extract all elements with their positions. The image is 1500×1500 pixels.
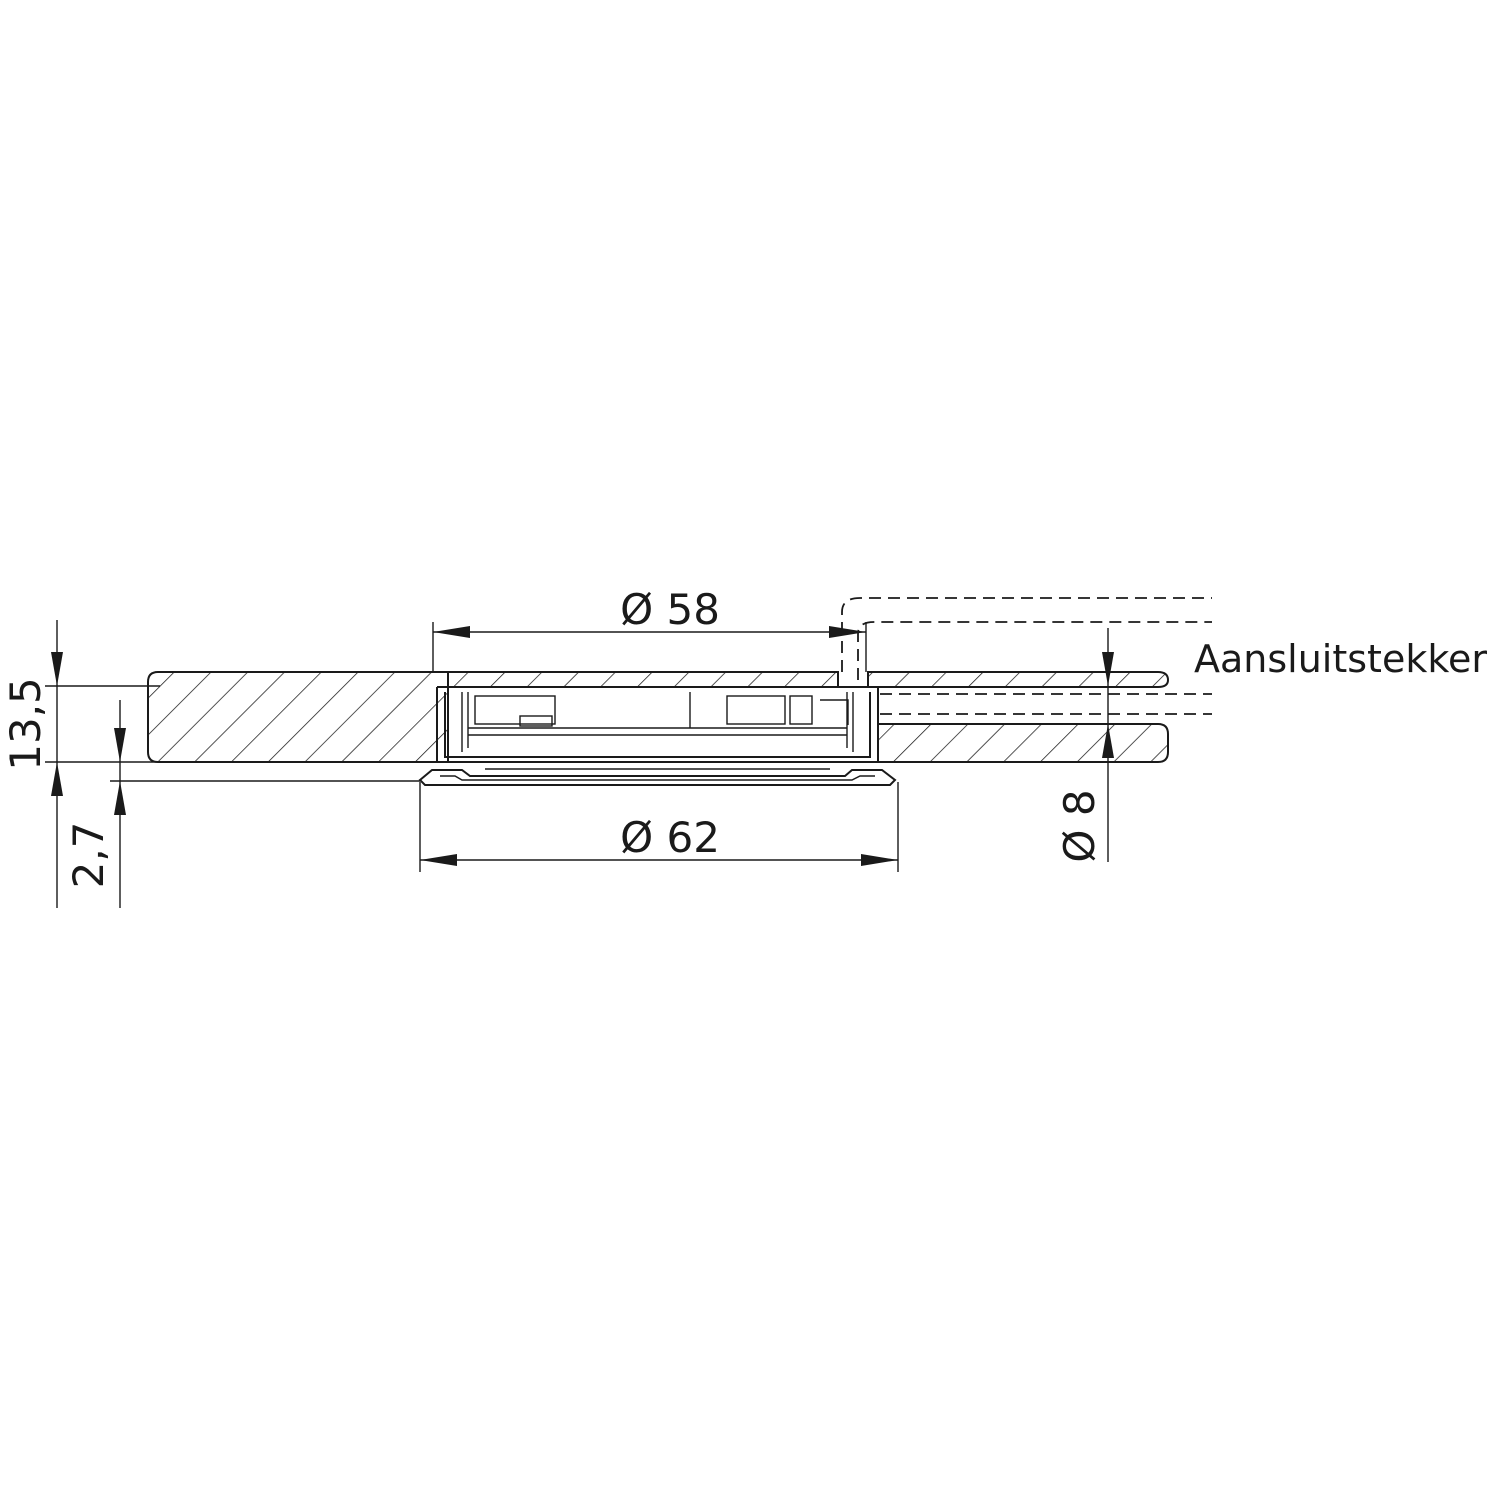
panel-right-lower bbox=[877, 723, 1169, 763]
dim-total-height: 13,5 bbox=[1, 620, 160, 908]
flange-height-label: 2,7 bbox=[64, 822, 113, 889]
dim-cable-diameter: Ø 8 bbox=[1055, 628, 1114, 863]
panel-top-strip bbox=[447, 671, 839, 688]
dim-flange-height: 2,7 bbox=[64, 700, 420, 908]
dim-outer-diameter: Ø 62 bbox=[419, 782, 899, 872]
total-height-label: 13,5 bbox=[1, 677, 50, 771]
connector-label: Aansluitstekker bbox=[1194, 637, 1487, 681]
panel-right-upper bbox=[867, 671, 1170, 688]
cable-diameter-label: Ø 8 bbox=[1055, 789, 1104, 862]
connector-cable bbox=[841, 597, 1212, 715]
panel-section bbox=[147, 671, 1170, 763]
outer-diameter-label: Ø 62 bbox=[620, 813, 720, 862]
lamp-housing bbox=[418, 686, 897, 786]
panel-left bbox=[147, 671, 449, 763]
dim-inner-diameter: Ø 58 bbox=[432, 585, 867, 672]
inner-diameter-label: Ø 58 bbox=[620, 585, 720, 634]
